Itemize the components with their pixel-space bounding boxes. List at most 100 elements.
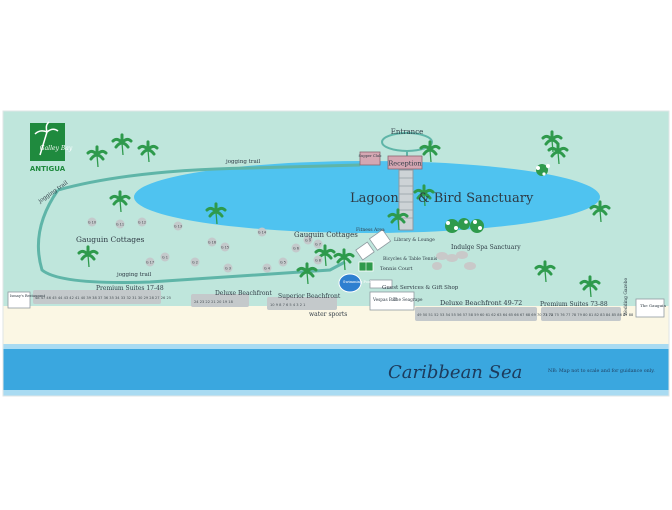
palm-tree-icon <box>547 142 569 165</box>
bird-sanctuary-label: & Bird Sanctuary <box>418 191 534 206</box>
fitness-area-label: Fitness Area <box>356 227 385 233</box>
library-lounge-building <box>355 229 392 261</box>
palm-tree-icon <box>589 200 611 223</box>
flower-bush <box>536 164 550 176</box>
map-border <box>2 110 670 397</box>
guest-services-label: Guest Services & Gift Shop <box>382 285 459 291</box>
sea-restaurant-building <box>7 291 31 309</box>
jogging-trail-bottom-label: jogging trail <box>116 272 152 278</box>
cottage-number: G 12 <box>138 220 146 224</box>
the-gauguin-building <box>635 298 665 318</box>
cottage-number: G 15 <box>221 245 229 249</box>
cottage-marker: G 14 <box>257 227 267 237</box>
jogging-trail-top-label: jogging trail <box>225 159 261 165</box>
cottage-number: G 16 <box>208 240 216 244</box>
swimming-pool <box>338 273 362 293</box>
entrance-label: Entrance <box>391 128 424 136</box>
indulge-spa-label: Indulge Spa Sanctuary <box>451 244 521 251</box>
logo-text: Galley Bay <box>40 145 73 152</box>
superior-beachfront-label: Superior Beachfront <box>278 293 341 300</box>
guest-services-building <box>369 279 393 289</box>
gauguin-cottages-right-label: Gauguin Cottages <box>294 231 358 239</box>
deluxe-right-numbers: 49 50 51 52 53 54 55 56 57 58 59 60 61 6… <box>417 313 553 317</box>
palm-tree-icon <box>109 190 131 213</box>
cottage-number: G 13 <box>174 224 182 228</box>
gauguin-cottages-left-label: Gauguin Cottages <box>76 235 145 244</box>
palm-tree-icon <box>314 244 336 267</box>
palm-tree-icon <box>205 202 227 225</box>
bar-restaurant-building <box>369 291 415 311</box>
cottage-number: G 4 <box>264 266 271 270</box>
galley-bay-logo: Galley Bay ANTIGUA <box>30 121 73 173</box>
palm-tree-icon <box>296 262 318 285</box>
lagoon <box>134 161 600 233</box>
cottage-marker: G 12 <box>137 217 147 227</box>
swimming-pool-label: Swimming Pool <box>343 280 372 284</box>
jogging-trail <box>36 163 361 284</box>
water-sports-label: water sports <box>309 311 347 318</box>
the-gauguin-label: The Gauguin <box>640 303 666 308</box>
cottage-marker: G 10 <box>87 217 97 227</box>
cottage-number: G 17 <box>146 260 154 264</box>
premium-suites-right-label: Premium Suites 73-88 <box>540 301 608 308</box>
cottage-marker: G 17 <box>145 257 155 267</box>
vespas-bar-label: Vespas Bar <box>372 297 397 302</box>
cottage-number: G 5 <box>280 260 286 264</box>
palm-tree-icon <box>419 140 441 163</box>
library-lounge-label: Library & Lounge <box>394 237 435 243</box>
superior-numbers: 10 9 8 7 6 5 4 3 2 1 <box>270 303 305 307</box>
cottage-number: G 7 <box>315 242 321 246</box>
premium-left-numbers: 48 47 46 45 44 43 42 41 40 39 38 37 36 3… <box>35 296 171 300</box>
bicycles-table-tennis-label: Bicycles & Table Tennis <box>383 256 438 262</box>
cottage-marker: G 5 <box>278 257 288 267</box>
palm-tree-icon <box>86 145 108 168</box>
cottage-number: G 11 <box>116 222 124 226</box>
tennis-court-label: Tennis Court <box>380 266 413 272</box>
reception-label: Reception <box>388 160 421 168</box>
lagoon-label: Lagoon <box>350 191 399 206</box>
boardwalk-bridge <box>398 169 414 231</box>
palm-tree-icon <box>534 260 556 283</box>
palm-tree-icon <box>333 248 355 271</box>
cottage-marker: G 15 <box>220 242 230 252</box>
cottage-marker: G 6 <box>291 243 301 253</box>
cottage-marker: G 7 <box>313 239 323 249</box>
sea-restaurant-label: Ismay's Restaurant <box>10 294 46 298</box>
palm-tree-icon <box>387 208 409 231</box>
cottage-number: G 8 <box>315 258 321 262</box>
cottage-marker: G 9 <box>303 235 313 245</box>
cottage-marker: G 3 <box>223 263 233 273</box>
palm-tree-icon <box>111 133 133 156</box>
cottage-marker: G 2 <box>190 257 200 267</box>
cottage-number: G 3 <box>225 266 231 270</box>
deluxe-beachfront-right-label: Deluxe Beachfront 49-72 <box>440 299 522 307</box>
cottage-number: G 14 <box>258 230 267 234</box>
supper-club-building <box>359 151 381 166</box>
cottage-number: G 2 <box>192 260 198 264</box>
the-seagrape-label: The Seagrape <box>393 297 423 302</box>
palm-tree-icon <box>579 275 601 298</box>
premium-right-numbers: 73 74 75 76 77 78 79 80 81 82 83 84 85 8… <box>543 313 634 317</box>
cottage-marker: G 11 <box>115 219 125 229</box>
cottage-marker: G 4 <box>262 263 272 273</box>
deluxe-left-numbers: 24 23 22 21 20 19 18 <box>194 300 234 304</box>
palm-trees <box>77 130 611 298</box>
cottage-number: G 9 <box>305 238 311 242</box>
palm-tree-icon <box>77 245 99 268</box>
cottage-marker: G 16 <box>207 237 217 247</box>
logo-subtitle: ANTIGUA <box>30 165 66 173</box>
cottage-marker: G 8 <box>313 255 323 265</box>
wedding-gazebo-label: Wedding Gazebo <box>623 277 629 316</box>
palm-tree-icon <box>413 184 435 207</box>
palm-tree-icon <box>137 140 159 163</box>
supper-club-label: Supper Club <box>359 154 383 158</box>
unit-rows <box>33 290 621 321</box>
premium-suites-left-label: Premium Suites 17-48 <box>96 285 164 292</box>
disclaimer-label: NB: Map not to scale and for guidance on… <box>548 368 655 374</box>
cottage-number: G 10 <box>88 220 96 224</box>
cottage-number: G 6 <box>293 246 299 250</box>
palm-tree-icon <box>541 130 563 153</box>
cottage-marker: G 13 <box>173 221 183 231</box>
